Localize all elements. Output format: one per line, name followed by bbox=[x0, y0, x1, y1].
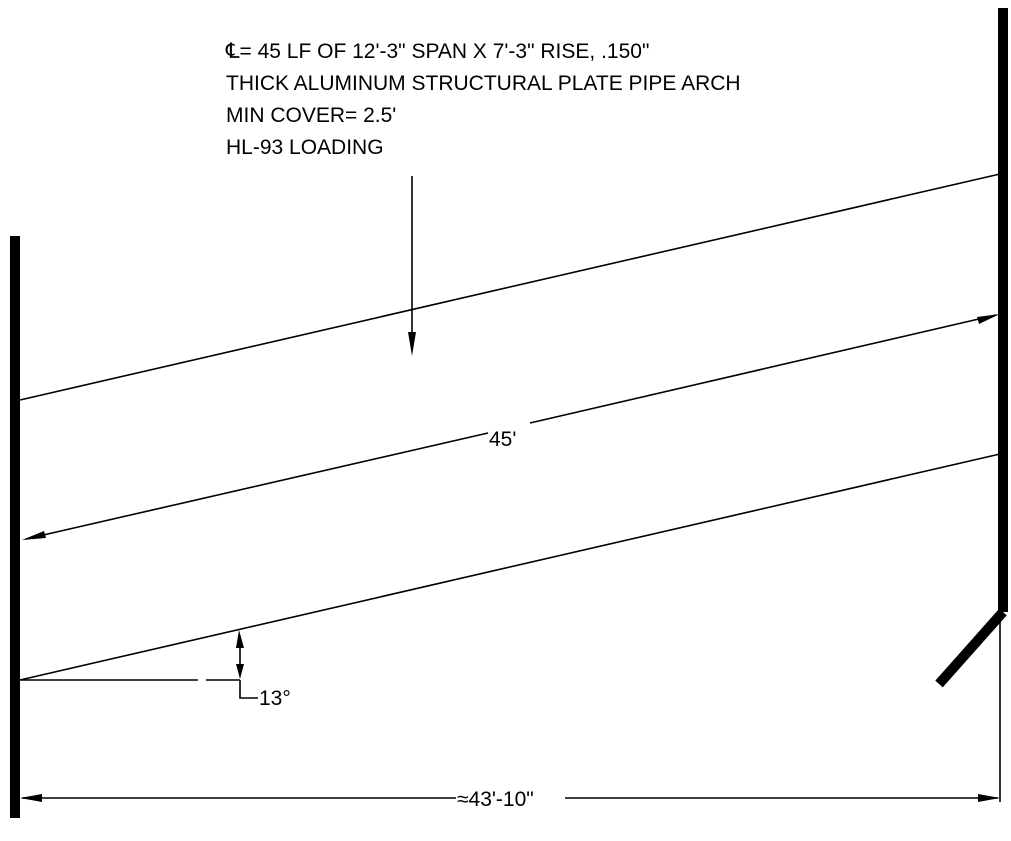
note-line-3: MIN COVER= 2.5' bbox=[226, 104, 396, 127]
skew-angle-annotation: 13° bbox=[20, 630, 291, 710]
right-wingwall bbox=[935, 608, 1007, 688]
horizontal-length-dimension: ≈43'-10" bbox=[20, 612, 1001, 811]
horizontal-length-label: ≈43'-10" bbox=[457, 788, 534, 811]
angle-arrow-up bbox=[236, 630, 244, 648]
pipe-length-dimension: 45' bbox=[22, 314, 1000, 540]
pipe-length-label: 45' bbox=[489, 428, 516, 451]
horizontal-arrow-right bbox=[978, 794, 1000, 802]
angle-label-leader bbox=[239, 680, 258, 699]
note-line-4: HL-93 LOADING bbox=[226, 136, 384, 159]
pipe-length-arrow-left bbox=[22, 531, 46, 540]
skew-angle-label: 13° bbox=[259, 687, 291, 710]
callout-leader-arrow bbox=[408, 176, 416, 356]
leader-arrowhead bbox=[408, 332, 416, 356]
pipe-length-line-right bbox=[529, 314, 997, 424]
pipe-top-edge bbox=[19, 173, 1001, 401]
horizontal-arrow-left bbox=[20, 794, 42, 802]
angle-arrow-down bbox=[236, 664, 244, 679]
pipe-length-arrow-right bbox=[977, 314, 1000, 324]
note-line-2: THICK ALUMINUM STRUCTURAL PLATE PIPE ARC… bbox=[226, 72, 741, 95]
pipe-callout-note: ℄= 45 LF OF 12'-3" SPAN X 7'-3" RISE, .1… bbox=[225, 40, 741, 159]
note-line-1: ℄= 45 LF OF 12'-3" SPAN X 7'-3" RISE, .1… bbox=[225, 40, 649, 63]
pipe-length-line-left bbox=[25, 432, 489, 540]
pipe-bottom-edge bbox=[19, 453, 1001, 681]
